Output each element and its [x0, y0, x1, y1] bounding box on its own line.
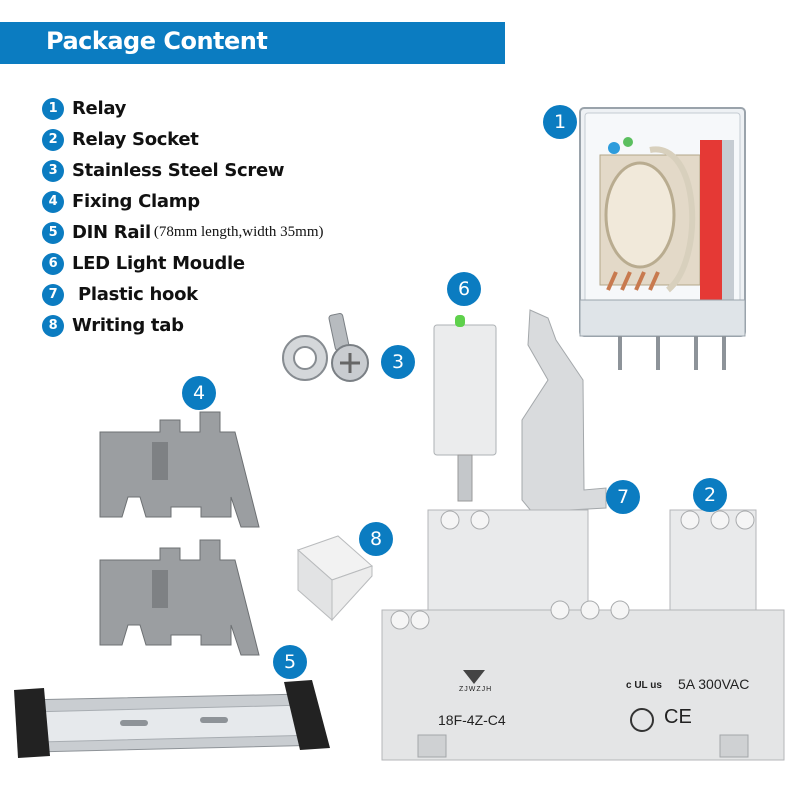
item-label: LED Light Moudle: [72, 253, 245, 274]
badge-3: 3: [381, 345, 415, 379]
item-number: 5: [42, 221, 64, 244]
badge-2: 2: [693, 478, 727, 512]
title-banner: Package Content: [0, 22, 505, 64]
parts-list: 1 Relay 2 Relay Socket 3 Stainless Steel Sc…: [42, 93, 324, 341]
fixing-clamp-image: [99, 411, 260, 656]
list-item: 2 Relay Socket: [42, 124, 324, 155]
socket-rating: 5A 300VAC: [678, 676, 750, 692]
item-number: 3: [42, 159, 64, 182]
din-rail-image: [14, 680, 330, 758]
badge-4: 4: [182, 376, 216, 410]
item-label: DIN Rail: [72, 222, 151, 243]
item-note: (78mm length,width 35mm): [153, 224, 324, 240]
badge-7: 7: [606, 480, 640, 514]
item-number: 1: [42, 97, 64, 120]
item-label: Plastic hook: [72, 284, 198, 305]
badge-6: 6: [447, 272, 481, 306]
item-number: 6: [42, 252, 64, 275]
ul-mark: c UL us: [626, 680, 662, 691]
badge-1: 1: [543, 105, 577, 139]
item-number: 2: [42, 128, 64, 151]
relay-socket-image: [381, 509, 785, 761]
list-item: 3 Stainless Steel Screw: [42, 155, 324, 186]
ce-mark: CE: [664, 706, 692, 728]
page-title: Package Content: [46, 27, 268, 55]
list-item: 6 LED Light Moudle: [42, 248, 324, 279]
screw-image: [282, 312, 369, 382]
item-label: Writing tab: [72, 315, 184, 336]
item-label: Stainless Steel Screw: [72, 160, 285, 181]
led-module-image: [433, 315, 497, 502]
socket-brand: ZJWZJH: [459, 686, 493, 693]
item-number: 7: [42, 283, 64, 306]
badge-8: 8: [359, 522, 393, 556]
list-item: 5 DIN Rail(78mm length,width 35mm): [42, 217, 324, 248]
list-item: 1 Relay: [42, 93, 324, 124]
socket-model: 18F-4Z-C4: [438, 712, 506, 728]
writing-tab-image: [297, 535, 373, 622]
item-label: Relay Socket: [72, 129, 199, 150]
item-number: 8: [42, 314, 64, 337]
item-label: Relay: [72, 98, 127, 119]
plastic-hook-image: [521, 309, 607, 513]
list-item: 8 Writing tab: [42, 310, 324, 341]
item-number: 4: [42, 190, 64, 213]
list-item: 7 Plastic hook: [42, 279, 324, 310]
relay-image: [579, 107, 746, 370]
item-label: Fixing Clamp: [72, 191, 200, 212]
badge-5: 5: [273, 645, 307, 679]
list-item: 4 Fixing Clamp: [42, 186, 324, 217]
